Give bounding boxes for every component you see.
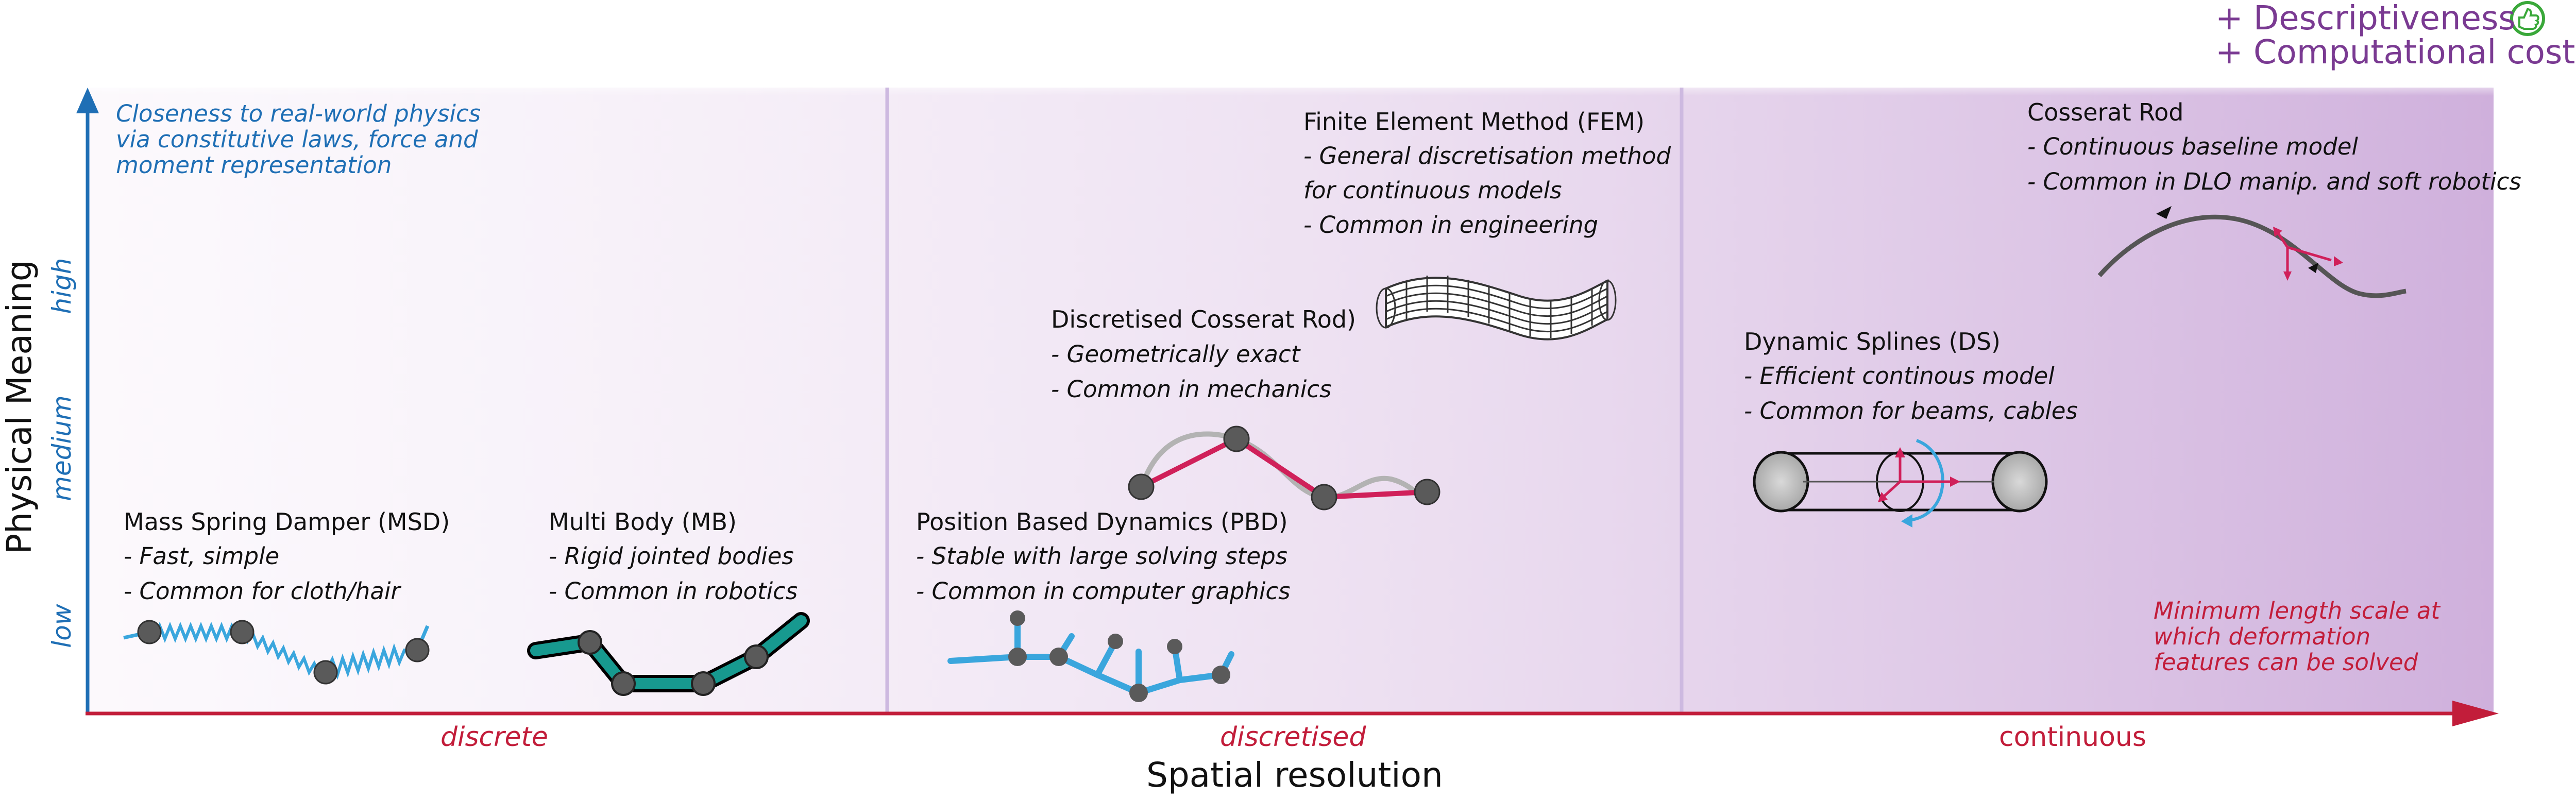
x-axis-label: Spatial resolution xyxy=(1146,755,1443,795)
dcr-title: Discretised Cosserat Rod) xyxy=(1051,305,1357,333)
mb-point-1: - Rigid jointed bodies xyxy=(549,542,794,570)
dcr-point-2: - Common in mechanics xyxy=(1051,376,1332,403)
x-axis-note-line-2: which deformation xyxy=(2154,623,2371,650)
legend-computational-cost: + Computational cost xyxy=(2215,33,2575,72)
msd-point-2: - Common for cloth/hair xyxy=(124,577,400,605)
y-tick-low: low xyxy=(47,604,77,648)
fem-illustration xyxy=(1376,276,1617,341)
y-axis-note-line-1: Closeness to real-world physics xyxy=(116,100,481,127)
y-axis-note-line-2: via constitutive laws, force and xyxy=(116,126,478,153)
cr-title: Cosserat Rod xyxy=(2027,98,2184,126)
pbd-point-1: - Stable with large solving steps xyxy=(916,542,1288,570)
dcr-point-1: - Geometrically exact xyxy=(1051,341,1300,368)
msd-title: Mass Spring Damper (MSD) xyxy=(124,508,450,536)
ds-illustration xyxy=(1753,439,2048,528)
legend-descriptiveness: + Descriptiveness xyxy=(2215,0,2516,38)
pbd-title: Position Based Dynamics (PBD) xyxy=(916,508,1288,536)
cr-point-2: - Common in DLO manip. and soft robotics xyxy=(2027,168,2521,195)
x-axis-arrow xyxy=(2452,701,2499,726)
ds-point-2: - Common for beams, cables xyxy=(1744,397,2078,424)
fem-title: Finite Element Method (FEM) xyxy=(1303,108,1645,135)
y-axis-label: Physical Meaning xyxy=(0,260,39,554)
cr-point-1: - Continuous baseline model xyxy=(2027,133,2358,160)
fem-point-3: - Common in engineering xyxy=(1303,211,1599,239)
mb-point-2: - Common in robotics xyxy=(549,577,798,605)
x-region-discrete: discrete xyxy=(440,722,548,753)
msd-point-1: - Fast, simple xyxy=(124,542,280,570)
x-region-continuous: continuous xyxy=(1999,722,2146,753)
fem-point-2: for continuous models xyxy=(1303,177,1562,204)
fem-point-1: - General discretisation method xyxy=(1303,142,1671,169)
background-fade xyxy=(88,77,2494,232)
y-axis-note-line-3: moment representation xyxy=(116,151,392,179)
mb-illustration xyxy=(527,612,810,696)
y-axis-arrow xyxy=(76,88,99,113)
ds-title: Dynamic Splines (DS) xyxy=(1744,328,2001,355)
y-tick-high: high xyxy=(47,258,77,314)
x-axis-note-line-3: features can be solved xyxy=(2154,649,2418,676)
x-region-discretised: discretised xyxy=(1220,722,1366,753)
msd-illustration xyxy=(123,620,430,685)
dcr-illustration xyxy=(1128,426,1440,511)
y-tick-medium: medium xyxy=(47,395,77,501)
pbd-illustration xyxy=(947,610,1234,702)
thumbs-up-icon xyxy=(2510,1,2545,36)
ds-point-1: - Efficient continous model xyxy=(1744,362,2055,389)
x-axis-note-line-1: Minimum length scale at xyxy=(2154,597,2441,624)
pbd-point-2: - Common in computer graphics xyxy=(916,577,1291,605)
cr-illustration xyxy=(2097,206,2406,298)
mb-title: Multi Body (MB) xyxy=(549,508,737,536)
